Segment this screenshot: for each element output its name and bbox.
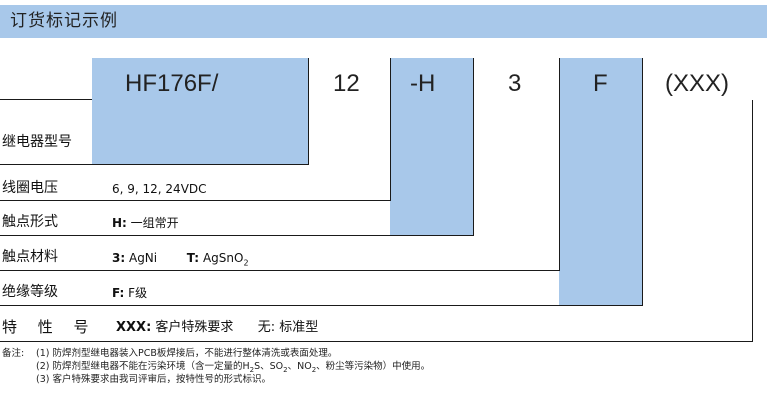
hline-special: [0, 341, 753, 342]
label-contact-form: 触点形式: [2, 214, 58, 230]
label-insulation: 绝缘等级: [2, 284, 58, 300]
contact-form-desc: 一组常开: [130, 216, 179, 230]
code-insulation: F: [593, 70, 608, 97]
material-opt2-value: AgSnO: [202, 251, 244, 265]
label-relay-model: 继电器型号: [2, 134, 72, 150]
special-key: XXX:: [116, 320, 152, 335]
vline-voltage: [390, 58, 391, 200]
material-opt2-key: T:: [186, 251, 200, 265]
code-voltage: 12: [333, 70, 360, 97]
special-key2: 无:: [257, 320, 276, 335]
note-3: (3) 客户特殊要求由我司评审后，按特性号的形式标识。: [36, 374, 271, 385]
label-coil-voltage: 线圈电压: [2, 180, 58, 196]
code-contact-material: 3: [508, 70, 522, 97]
value-insulation: F: F级: [112, 283, 147, 303]
insulation-key: F:: [112, 286, 125, 300]
special-desc: 客户特殊要求: [155, 320, 234, 335]
label-special: 特 性 号: [2, 318, 97, 336]
hline-model: [0, 164, 309, 165]
notes-prefix: 备注:: [2, 348, 25, 359]
value-contact-form: H: 一组常开: [112, 213, 179, 233]
material-opt1-key: 3:: [112, 251, 126, 265]
cell-model: [92, 58, 309, 164]
material-opt1-value: AgNi: [128, 251, 158, 265]
hline-voltage: [0, 200, 391, 201]
contact-form-key: H:: [112, 216, 127, 230]
hline-contact-material: [0, 270, 560, 271]
note-1: (1) 防焊剂型继电器装入PCB板焊接后，不能进行整体清洗或表面处理。: [36, 348, 338, 359]
value-contact-material: 3: AgNi T: AgSnO2: [112, 248, 249, 273]
label-contact-material: 触点材料: [2, 249, 58, 265]
material-opt2-sub: 2: [243, 258, 249, 268]
special-desc2: 标准型: [279, 320, 319, 335]
vline-insulation: [642, 58, 643, 305]
top-left-line: [0, 99, 92, 100]
note-2: (2) 防焊剂型继电器不能在污染环境（含一定量的H2S、SO2、NO2、粉尘等污…: [36, 361, 431, 374]
header-bar: [0, 5, 767, 38]
vline-model: [308, 58, 309, 164]
code-special: (XXX): [665, 70, 730, 97]
value-coil-voltage: 6, 9, 12, 24VDC: [112, 182, 207, 196]
hline-contact-form: [0, 235, 474, 236]
cell-insulation: [559, 58, 642, 305]
code-model: HF176F/: [125, 70, 219, 97]
vline-special: [752, 100, 753, 341]
insulation-desc: F级: [128, 286, 148, 300]
hline-insulation: [0, 305, 643, 306]
cell-contact-form: [390, 58, 473, 235]
vline-contact-form: [473, 58, 474, 235]
page-title: 订货标记示例: [10, 11, 118, 31]
value-special: XXX: 客户特殊要求 无: 标准型: [116, 318, 318, 338]
code-contact-form: -H: [410, 70, 436, 97]
vline-contact-material: [559, 58, 560, 270]
